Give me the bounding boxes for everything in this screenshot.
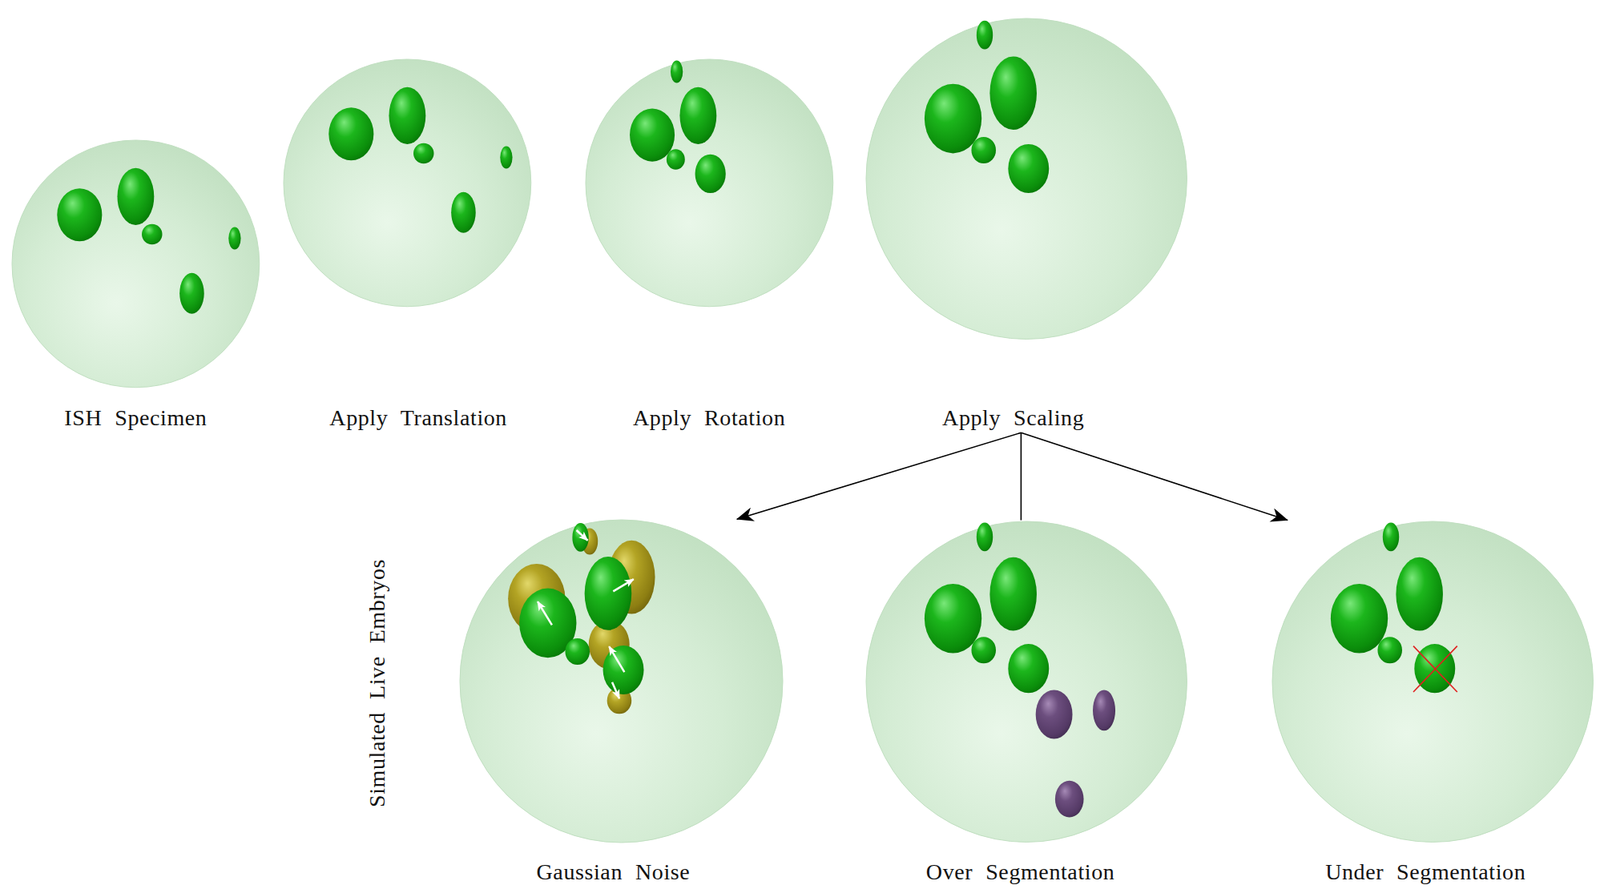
cell-ellipsoid [1330, 583, 1388, 653]
cell-ellipsoid [971, 137, 996, 164]
embryo-stage: ISH Specimen [11, 139, 261, 433]
stage-label: ISH Specimen [60, 405, 210, 432]
cell-ellipsoid [141, 224, 162, 245]
embryo-stage: Gaussian Noise [459, 519, 784, 887]
cell-ellipsoid [976, 522, 993, 552]
branch-arrow [1020, 432, 1023, 520]
embryo-sphere [1271, 520, 1594, 843]
cell-ellipsoid [56, 189, 102, 242]
stage-label: Apply Translation [326, 405, 511, 432]
embryo-stage: Over Segmentation [865, 520, 1188, 887]
branch-arrow [1020, 432, 1288, 520]
cell-ellipsoid [976, 20, 993, 49]
cell-ellipsoid [179, 273, 205, 315]
cell-ellipsoid [451, 191, 476, 233]
embryo-sphere [459, 519, 784, 844]
cell-ellipsoid [584, 556, 633, 631]
cell-ellipsoid [924, 583, 982, 653]
noise-arrow [612, 682, 620, 699]
cell-ellipsoid [989, 56, 1037, 130]
cell-ellipsoid [603, 645, 645, 695]
cell-ellipsoid [228, 227, 241, 250]
stage-label: Over Segmentation [922, 859, 1119, 886]
cell-ellipsoid [1007, 144, 1049, 194]
cell-ellipsoid [989, 556, 1037, 631]
cell-ellipsoid [1377, 636, 1403, 664]
cell-ellipsoid [694, 153, 726, 193]
embryo-sphere [865, 520, 1188, 843]
noise-arrow [576, 530, 589, 541]
stage-label: Gaussian Noise [533, 859, 694, 886]
embryo-sphere [282, 58, 532, 308]
cell-ellipsoid [629, 108, 675, 162]
cell-ellipsoid [924, 83, 982, 154]
embryo-outline [1272, 521, 1593, 843]
removed-mark [1413, 645, 1458, 692]
cell-ellipsoid [679, 86, 717, 144]
cell-ellipsoid [116, 168, 154, 226]
spurious-cell [1035, 689, 1073, 739]
removed-mark [1413, 645, 1458, 692]
embryo-outline [283, 59, 532, 307]
stage-label: Apply Rotation [629, 405, 789, 432]
embryo-outline [866, 521, 1187, 843]
embryo-sphere [11, 139, 261, 389]
embryo-outline [866, 18, 1187, 339]
cell-ellipsoid [413, 142, 434, 163]
spurious-cell [1055, 780, 1085, 818]
noise-arrow [612, 579, 633, 592]
cell-ellipsoid [971, 636, 996, 664]
embryo-outline [12, 140, 260, 388]
branch-arrow [737, 432, 1022, 520]
cell-ellipsoid [328, 107, 374, 161]
cell-ellipsoid [1382, 522, 1399, 552]
embryo-stage: Apply Rotation [584, 58, 835, 434]
embryo-stage: Apply Translation [282, 58, 532, 434]
embryo-outline [585, 59, 834, 307]
cell-ellipsoid [1395, 556, 1443, 631]
noise-arrow [608, 646, 625, 673]
cell-ellipsoid [572, 523, 589, 553]
spurious-cell [1092, 689, 1116, 731]
cell-ellipsoid [1007, 644, 1049, 694]
embryo-outline [459, 519, 783, 843]
noise-arrow [537, 601, 553, 625]
stage-label: Under Segmentation [1321, 859, 1529, 886]
axis-label: Simulated Live Embryos [364, 556, 391, 811]
cell-ellipsoid [388, 86, 426, 144]
stage-label: Apply Scaling [939, 405, 1088, 432]
embryo-stage: Under Segmentation [1271, 520, 1594, 887]
cell-ellipsoid [565, 638, 591, 665]
cell-ellipsoid [666, 149, 686, 170]
cell-ellipsoid [499, 145, 512, 169]
cell-ellipsoid [670, 60, 683, 83]
embryo-sphere [865, 17, 1188, 340]
embryo-stage: Apply Scaling [865, 17, 1188, 434]
embryo-sphere [584, 58, 835, 308]
